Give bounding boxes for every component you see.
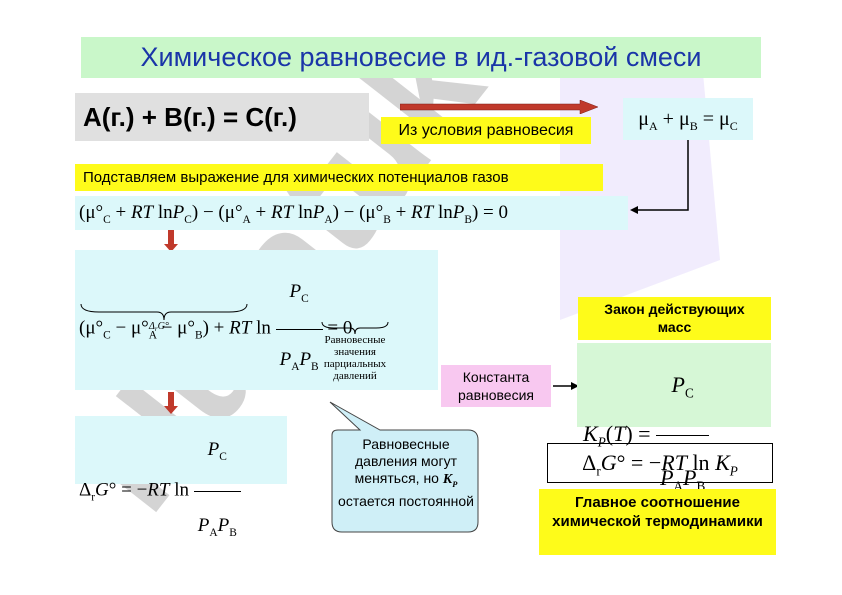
- svg-text:ΔrG°: ΔrG°: [148, 321, 169, 332]
- callout-text-main: Равновесные давления могут меняться, но: [354, 436, 457, 486]
- equilibrium-constant-label: Константа равновесия: [441, 365, 551, 407]
- formula-potentials-sum: (μ°C + RT lnPC) − (μ°A + RT lnPA) − (μ°B…: [75, 196, 628, 230]
- main-relation-label: Главное соотношение химической термодина…: [539, 489, 776, 555]
- underbrace-pressures: [321, 321, 389, 335]
- slide-title: Химическое равновесие в ид.-газовой смес…: [81, 37, 761, 78]
- reaction-equation: A(г.) + B(г.) = C(г.): [75, 93, 369, 141]
- arrow-to-kp-icon: [553, 382, 579, 390]
- substitute-label: Подставляем выражение для химических пот…: [75, 164, 603, 191]
- connector-arrow: [630, 140, 689, 214]
- formula-main-relation: ΔrG° = −RT ln KP: [547, 443, 773, 483]
- chemical-potential-balance: μA + μB = μC: [623, 98, 753, 140]
- equilibrium-condition-label: Из условия равновесия: [381, 117, 591, 144]
- arrow-down-icon: [164, 230, 178, 252]
- law-of-mass-action-title: Закон действующих масс: [578, 297, 771, 340]
- arrow-down-icon-2: [164, 392, 178, 414]
- underbrace-delta-g: ΔrG°: [80, 303, 248, 332]
- callout-text-end: остается постоянной: [338, 492, 474, 509]
- equilibrium-pressures-note: Равновесные значения парциальных давлени…: [323, 334, 387, 382]
- callout-text: Равновесные давления могут меняться, но …: [338, 436, 474, 509]
- callout-bubble-shape: [329, 401, 479, 533]
- arrow-right-icon: [400, 100, 599, 114]
